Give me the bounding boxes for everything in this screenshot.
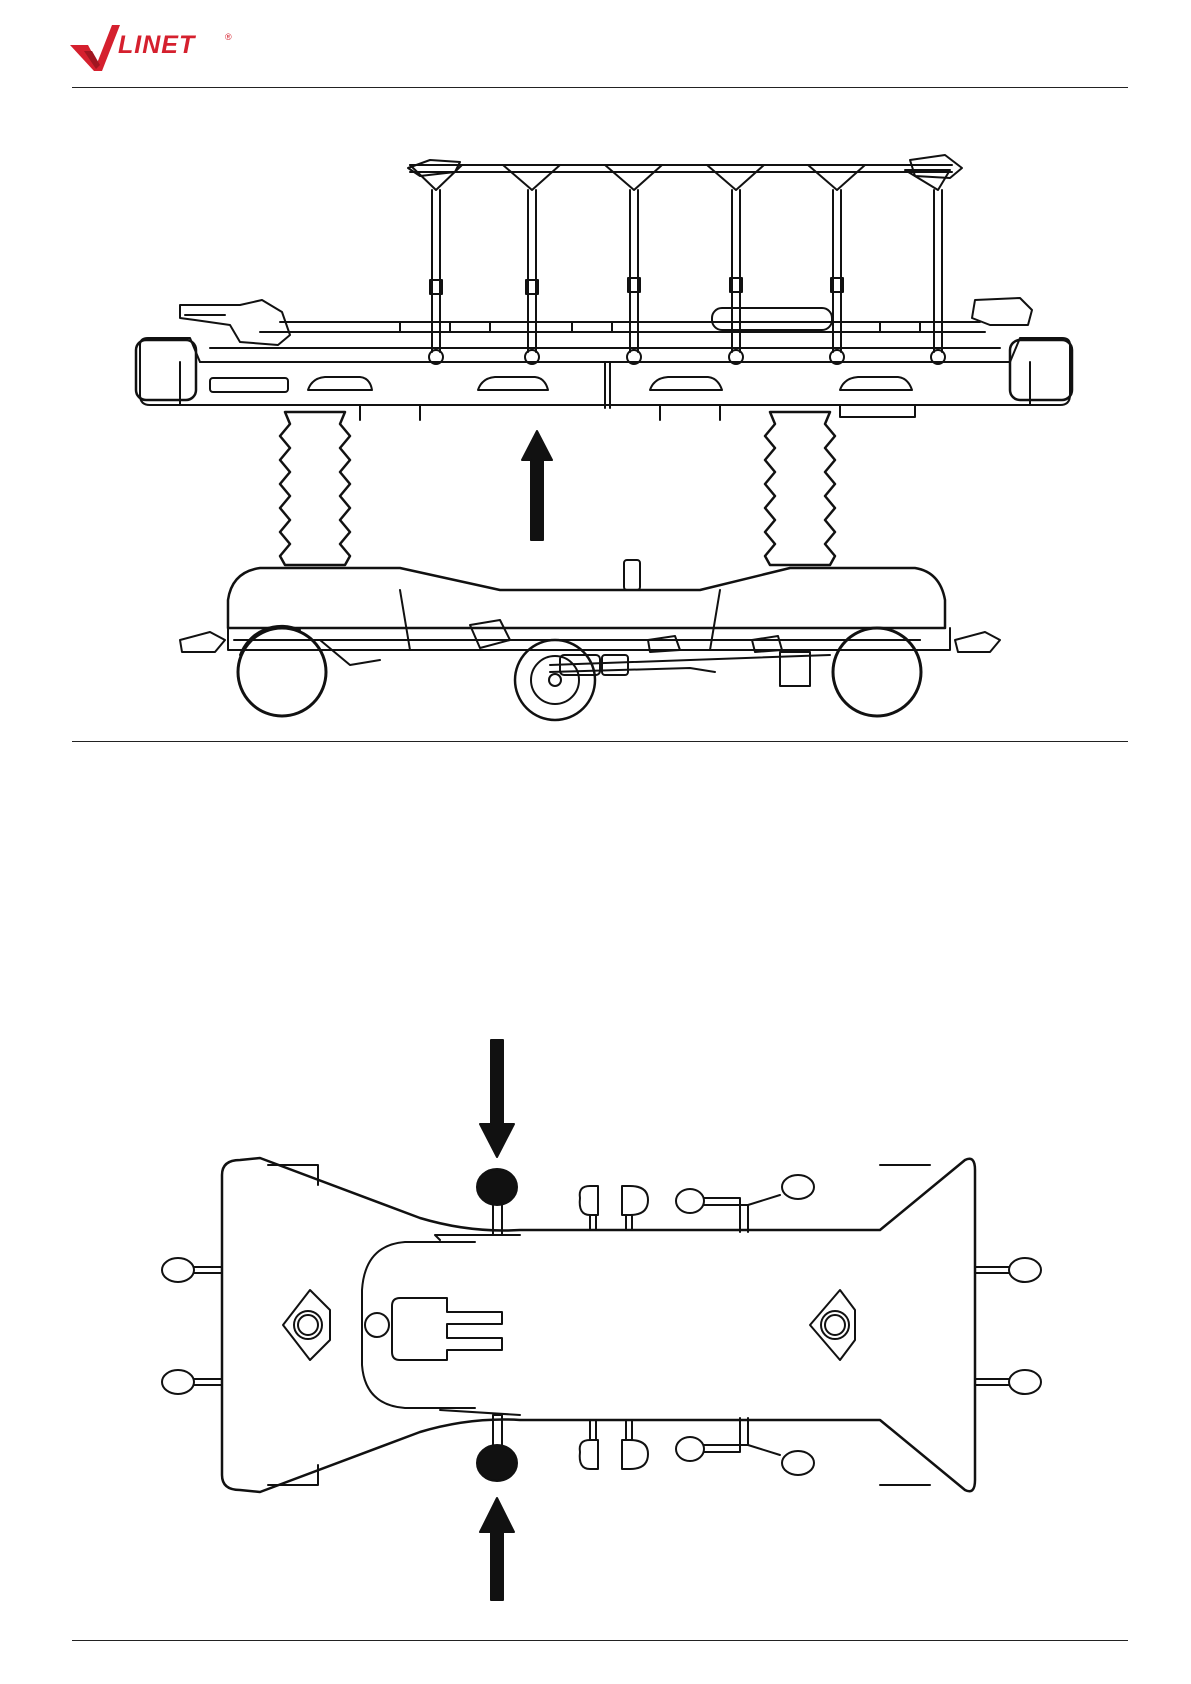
header-divider — [72, 87, 1128, 88]
figure-divider — [72, 741, 1128, 742]
stretcher-side-view — [0, 100, 1191, 740]
registered-mark: ® — [225, 32, 232, 42]
stretcher-base-top-view — [0, 1030, 1191, 1610]
brand-name: LINET — [118, 31, 195, 60]
footer-divider — [72, 1640, 1128, 1641]
